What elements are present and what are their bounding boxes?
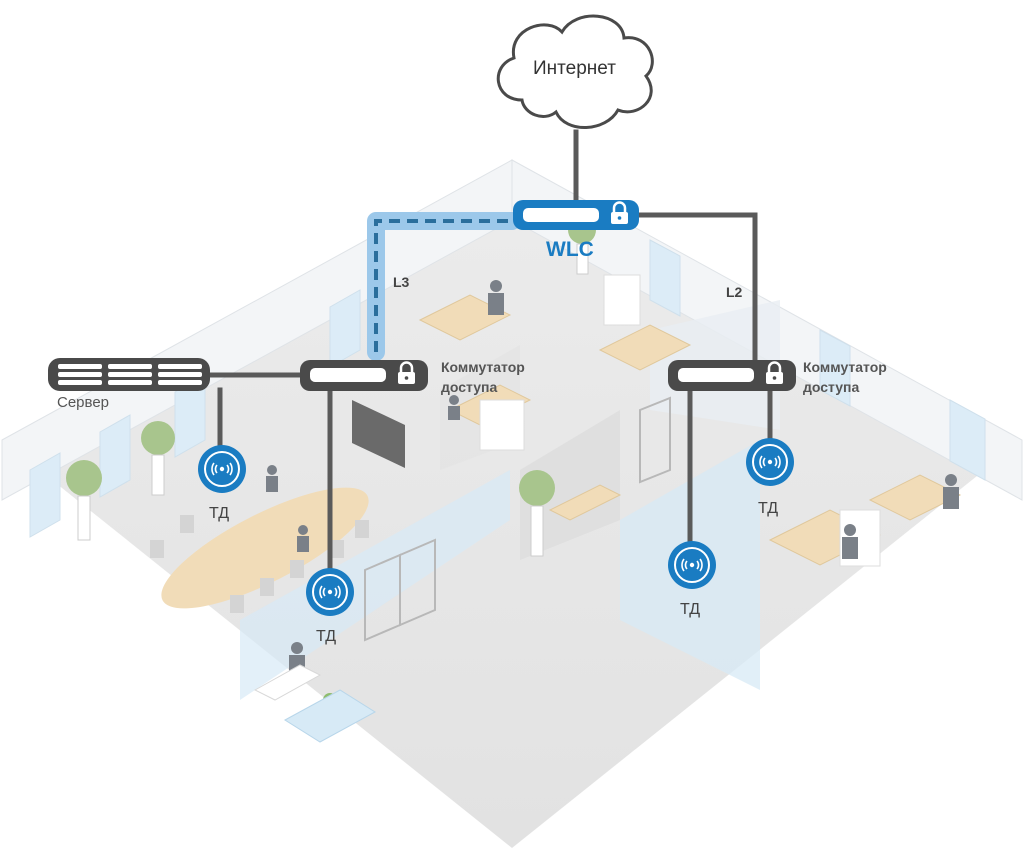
server-icon	[48, 358, 210, 391]
wire-wlc-switch-right	[634, 212, 758, 368]
windows-right	[649, 239, 986, 481]
switch-right-label-line1: Коммутатор	[803, 359, 887, 375]
wifi-icon	[759, 455, 781, 469]
l3-tunnel-dashes	[374, 219, 512, 352]
doors	[364, 396, 671, 642]
access-point-3	[668, 541, 716, 589]
chairs	[150, 515, 369, 613]
internet-label: Интернет	[533, 58, 616, 79]
wlc-device	[513, 200, 639, 230]
access-point-4	[746, 438, 794, 486]
wires	[207, 129, 773, 578]
switch-left-label: Коммутатор доступа	[441, 357, 525, 397]
l2-label: L2	[726, 284, 743, 300]
wlc-label: WLC	[546, 238, 594, 261]
access-point-1	[198, 445, 246, 493]
switch-right	[668, 360, 796, 391]
switch-left-label-line2: доступа	[441, 379, 498, 395]
access-point-4-label: ТД	[758, 500, 779, 517]
partition-meeting	[240, 470, 510, 700]
meeting-table	[161, 487, 369, 609]
access-point-2-label: ТД	[316, 628, 337, 645]
lock-icon	[766, 361, 783, 384]
server-label: Сервер	[57, 394, 110, 411]
access-point-3-label: ТД	[680, 601, 701, 618]
floor	[2, 160, 1022, 848]
switch-right-label-line2: доступа	[803, 379, 860, 395]
sofa	[253, 664, 322, 701]
cabinets	[479, 274, 881, 567]
l3-label: L3	[393, 274, 410, 290]
access-point-2	[306, 568, 354, 616]
switch-right-label: Коммутатор доступа	[803, 357, 887, 397]
lock-icon	[611, 201, 628, 224]
lock-icon	[398, 361, 415, 384]
wifi-icon	[211, 462, 233, 476]
wifi-icon	[319, 585, 341, 599]
plants	[66, 216, 596, 707]
switch-left-label-line1: Коммутатор	[441, 359, 525, 375]
coffee-table	[284, 689, 376, 743]
wifi-icon	[681, 558, 703, 572]
wall-screen	[352, 400, 405, 468]
partition-center	[520, 410, 620, 560]
access-point-1-label: ТД	[209, 505, 230, 522]
cloud-icon	[496, 14, 654, 129]
switch-left	[300, 360, 428, 391]
